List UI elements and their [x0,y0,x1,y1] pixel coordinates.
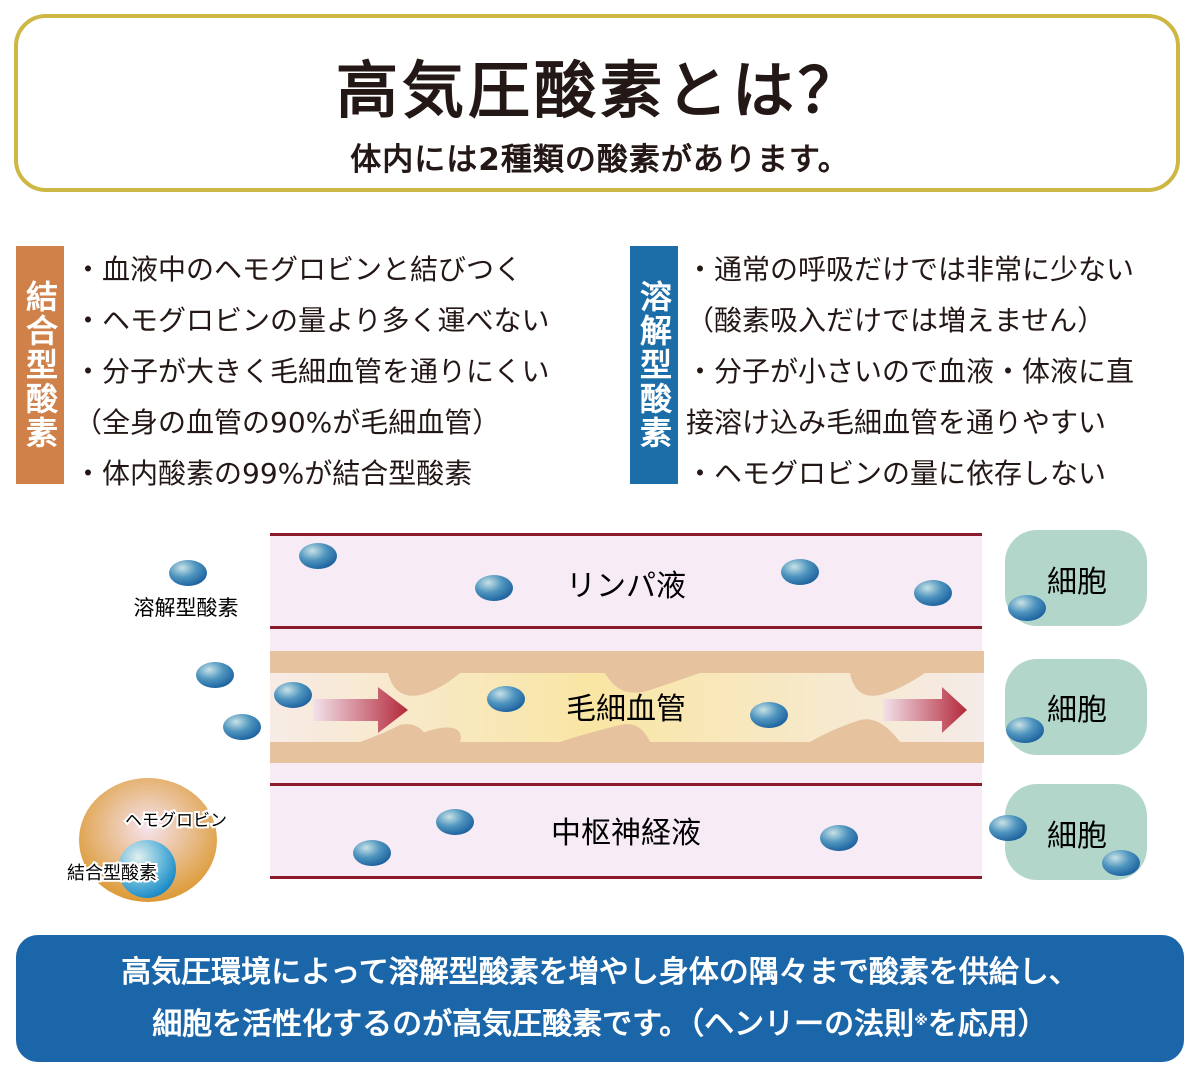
summary-text: を応用） [927,1006,1048,1042]
bullet: ・体内酸素の99%が結合型酸素 [74,457,473,490]
bullet: ・通常の呼吸だけでは非常に少ない [686,253,1135,286]
flow-arrow-icon [883,687,967,733]
page-subtitle: 体内には2種類の酸素があります。 [350,142,850,178]
legend-bound: 結合型酸素 [67,863,157,884]
dissolved-oxygen-label: 溶解型酸素 [630,246,678,484]
cell-label: 細胞 [1047,693,1107,728]
lymph-label: リンパ液 [566,569,686,604]
summary-line-1: 高気圧環境によって溶解型酸素を増やし身体の隅々まで酸素を供給し、 [121,954,1079,990]
cell-label: 細胞 [1047,819,1107,854]
dissolved-oxygen-molecule [750,702,788,728]
bullet: ・ヘモグロビンの量に依存しない [686,457,1107,490]
legend-dissolved: 溶解型酸素 [134,596,239,620]
bullet: （酸素吸入だけでは増えません） [686,304,1106,337]
dissolved-oxygen-molecule [914,580,952,606]
bullet: ・分子が大きく毛細血管を通りにくい [74,355,550,388]
dissolved-oxygen-molecule [820,825,858,851]
dissolved-oxygen-molecule [169,560,207,586]
summary-line-2: 細胞を活性化するのが高気圧酸素です。（ヘンリーの法則※を応用） [16,999,1184,1051]
flow-arrow-icon [313,687,408,733]
dissolved-oxygen-bullets: ・通常の呼吸だけでは非常に少ない （酸素吸入だけでは増えません） ・分子が小さい… [686,244,1134,499]
page-title: 高気圧酸素とは？ [335,54,864,127]
bullet: （全身の血管の90%が毛細血管） [74,406,501,439]
dissolved-oxygen-molecule [475,575,513,601]
bullet: ・分子が小さいので血液・体液に直 [686,355,1135,388]
dissolved-oxygen-molecule [989,815,1027,841]
dissolved-oxygen-molecule [487,686,525,712]
dissolved-oxygen-molecule [1102,850,1140,876]
cns-fluid-label: 中枢神経液 [551,816,701,851]
dissolved-oxygen-molecule [299,543,337,569]
dissolved-oxygen-molecule [1008,595,1046,621]
dissolved-oxygen-molecule [223,714,261,740]
bound-oxygen-bullets: ・血液中のヘモグロビンと結びつく ・ヘモグロビンの量より多く運べない ・分子が大… [74,244,549,499]
capillary-lumen [270,673,984,742]
dissolved-oxygen-molecule [1006,717,1044,743]
dissolved-oxygen-molecule [781,559,819,585]
capillary-label: 毛細血管 [566,692,686,727]
title-box [14,14,1180,192]
bound-oxygen-molecule [118,840,176,898]
dissolved-oxygen-molecule [274,682,312,708]
dissolved-oxygen-molecule [353,840,391,866]
note-mark: ※ [914,1012,928,1029]
legend-hemoglobin: ヘモグロビン [125,811,227,831]
summary-box: 高気圧環境によって溶解型酸素を増やし身体の隅々まで酸素を供給し、 細胞を活性化す… [16,935,1184,1062]
bullet: ・ヘモグロビンの量より多く運べない [74,304,550,337]
summary-text: 細胞を活性化するのが高気圧酸素です。（ヘンリーの法則 [152,1006,915,1042]
bullet: 接溶け込み毛細血管を通りやすい [686,406,1107,439]
oxygen-diagram: 溶解型酸素 ヘモグロビン 結合型酸素 リンパ液 毛細血管 中枢神経液 細胞 細胞… [65,530,1147,902]
bound-oxygen-label: 結合型酸素 [16,246,64,484]
bullet: ・血液中のヘモグロビンと結びつく [74,253,523,286]
dissolved-oxygen-molecule [196,662,234,688]
dissolved-oxygen-molecule [436,809,474,835]
cell-label: 細胞 [1047,565,1107,600]
hemoglobin [79,778,217,902]
